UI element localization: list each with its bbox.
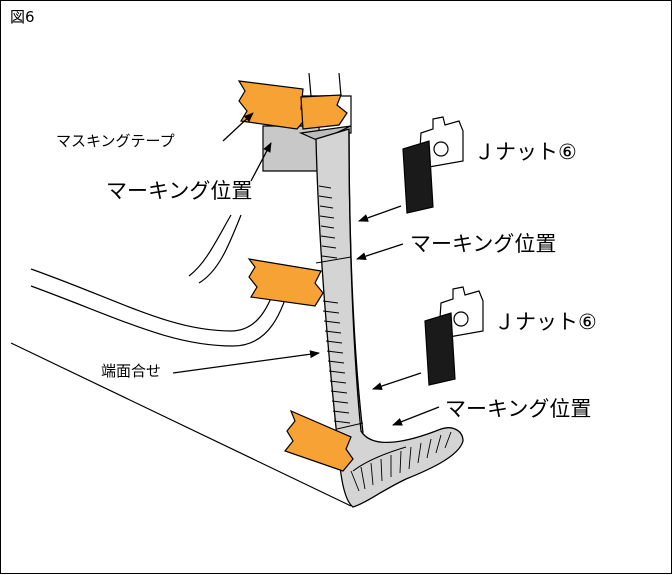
label-marking-position-2: マーキング位置 [410, 232, 557, 256]
tape-middle [247, 258, 324, 307]
tape-top-right [300, 94, 348, 130]
tape-bottom [283, 409, 354, 472]
pillar-panel [315, 128, 464, 508]
j-nut-2 [424, 286, 484, 386]
label-j-nut-2: Ｊナット⑥ [494, 310, 597, 334]
j-nut-1 [402, 116, 464, 214]
label-marking-position-3: マーキング位置 [445, 397, 592, 421]
floor-panel-lines [10, 214, 352, 507]
label-masking-tape: マスキングテープ [56, 132, 175, 150]
figure-label: 図6 [10, 8, 35, 26]
pillar-hatching [318, 185, 452, 492]
tape-top [237, 80, 308, 130]
leader-lines [172, 112, 440, 426]
marking-lines [315, 256, 364, 430]
label-j-nut-1: Ｊナット⑥ [474, 140, 577, 164]
label-marking-position-1: マーキング位置 [106, 179, 253, 203]
masking-tape-pieces [237, 80, 354, 472]
label-edge-alignment: 端面合せ [101, 362, 162, 380]
